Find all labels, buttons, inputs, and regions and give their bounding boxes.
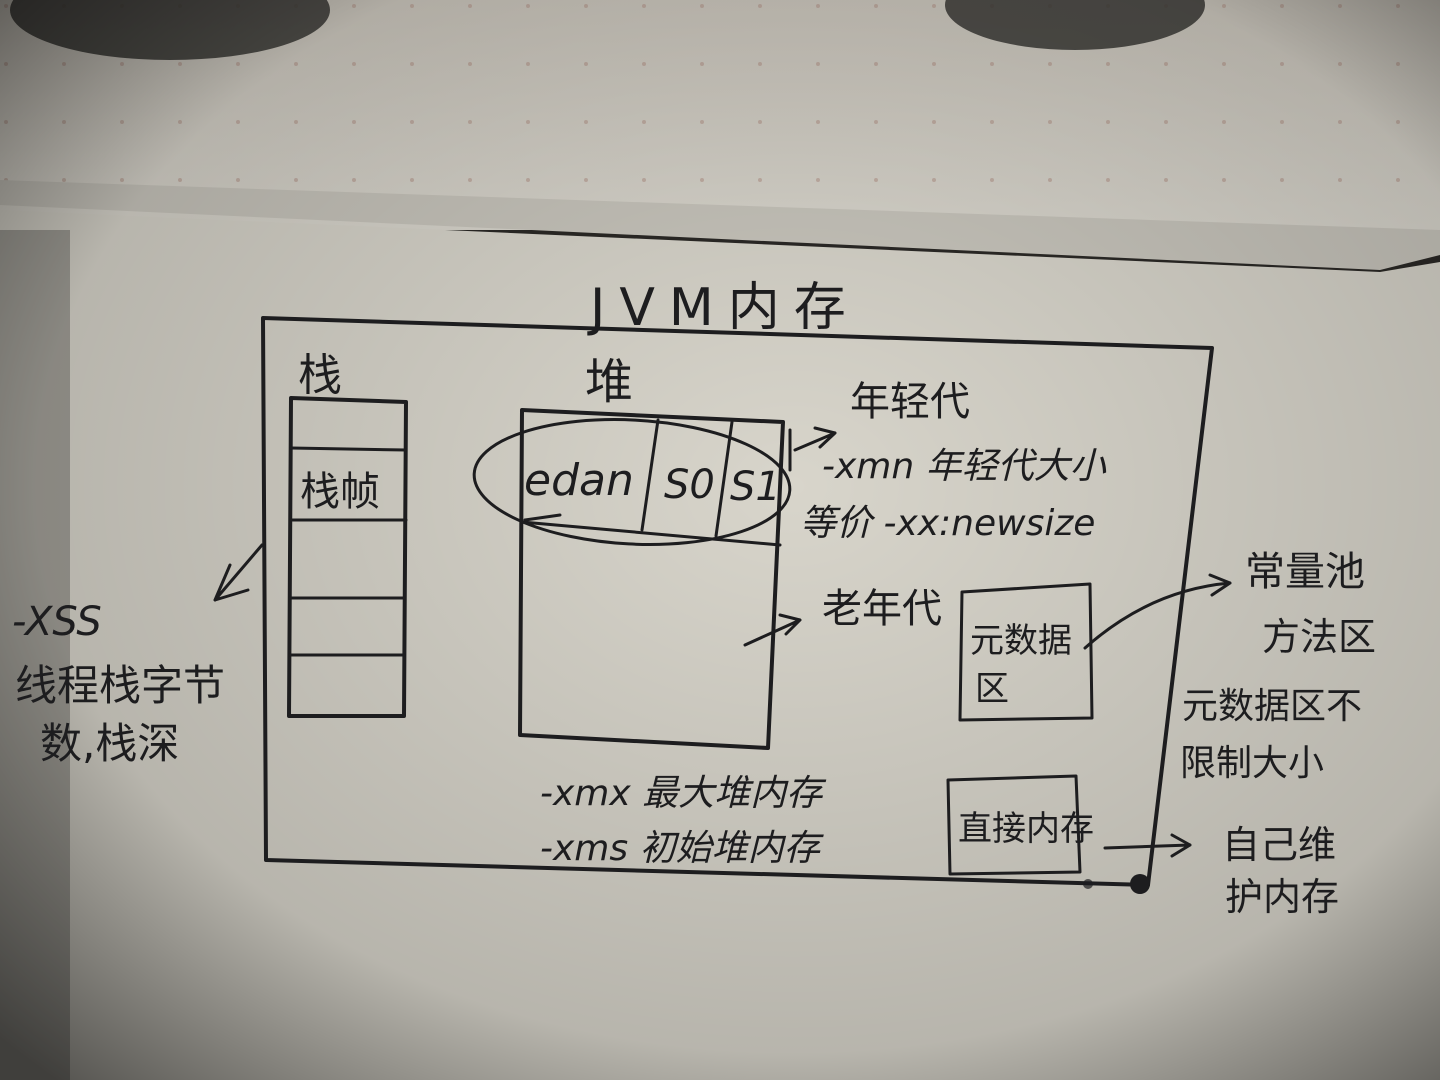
metaspace-box-line1: 元数据 (970, 621, 1072, 661)
young-gen-label: 年轻代 (850, 379, 970, 425)
metaspace-box (958, 582, 1094, 722)
stack-option: -XSS (12, 599, 102, 645)
direct-memory-note-line1: 自己维 (1222, 823, 1336, 867)
xms-note: -xms 初始堆内存 (540, 828, 825, 869)
constant-pool-label: 常量池 (1245, 549, 1365, 595)
stack-note-line2: 数,栈深 (40, 719, 179, 768)
direct-memory-box-label: 直接内存 (958, 809, 1094, 849)
xmn-note: -xmn 年轻代大小 (822, 446, 1107, 487)
direct-memory-note-line2: 护内存 (1225, 875, 1339, 919)
s0-label: S0 (664, 462, 715, 508)
direct-memory-box (946, 774, 1082, 876)
metaspace-box-line2: 区 (975, 669, 1009, 709)
equiv-note: 等价 -xx:newsize (800, 503, 1095, 544)
heap-label: 堆 (585, 354, 633, 410)
xmx-note: -xmx 最大堆内存 (540, 773, 827, 814)
metaspace-note-line2: 限制大小 (1180, 743, 1324, 784)
left-shadow (0, 230, 70, 1080)
ink-blot (1130, 874, 1150, 894)
heap-box (472, 408, 792, 750)
arrows (213, 426, 1232, 858)
young-gen-ellipse (472, 418, 792, 546)
s1-label: S1 (730, 464, 781, 510)
stack-label: 栈 (298, 350, 342, 401)
stack-frame-label: 栈帧 (300, 469, 380, 515)
metaspace-note-line1: 元数据区不 (1182, 686, 1362, 727)
old-gen-label: 老年代 (822, 586, 942, 632)
eden-label: edan (524, 455, 634, 506)
stack-note-line1: 线程栈字节 (15, 661, 225, 710)
method-area-label: 方法区 (1262, 615, 1376, 659)
ink-blot-small (1083, 879, 1093, 889)
stack-column (287, 396, 408, 718)
diagram-title: JVM内存 (587, 278, 860, 338)
